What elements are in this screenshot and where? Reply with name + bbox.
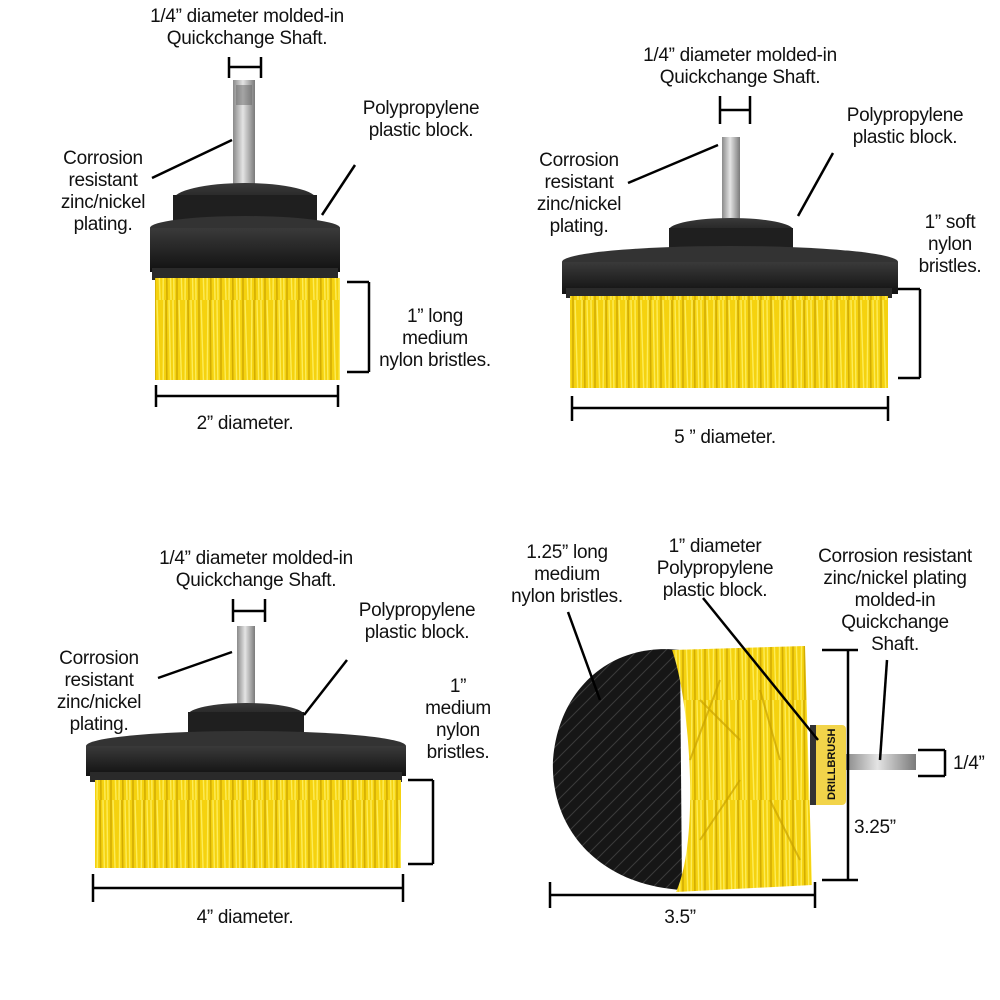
plating-label-4in: Corrosion resistant zinc/nickel plating. — [56, 648, 142, 735]
shaft-label-round: Corrosion resistant zinc/nickel plating … — [818, 546, 972, 655]
shaft-label-2in: 1/4” diameter molded-in Quickchange Shaf… — [150, 6, 344, 49]
brush-round — [552, 646, 916, 892]
brush-5in — [562, 137, 898, 388]
annotations-4in — [91, 599, 435, 902]
width-label-round: 3.5” — [664, 907, 696, 928]
bristle-label-round: 1.25” long medium nylon bristles. — [511, 542, 623, 607]
bristle-label-4in: 1” medium nylon bristles. — [425, 676, 491, 763]
block-label-round: 1” diameter Polypropylene plastic block. — [656, 536, 774, 601]
black-bristles — [552, 649, 682, 890]
bristles-5in — [570, 296, 888, 388]
bristles-4in — [95, 780, 401, 868]
block-label-5in: Polypropylene plastic block. — [846, 105, 964, 148]
shaft-4in — [237, 626, 255, 716]
plating-label-2in: Corrosion resistant zinc/nickel plating. — [60, 148, 146, 235]
plastic-block-round — [812, 725, 846, 805]
yellow-bristles — [672, 646, 812, 892]
bristle-label-2in: 1” long medium nylon bristles. — [379, 306, 491, 371]
shaft-round — [846, 754, 916, 770]
block-label-2in: Polypropylene plastic block. — [362, 98, 480, 141]
plating-label-5in: Corrosion resistant zinc/nickel plating. — [536, 150, 622, 237]
height-label-round: 3.25” — [854, 817, 896, 838]
brush-4in — [86, 626, 406, 868]
shaft-label-4in: 1/4” diameter molded-in Quickchange Shaf… — [159, 548, 353, 591]
annotations-5in — [570, 96, 922, 421]
shaft-label-5in: 1/4” diameter molded-in Quickchange Shaf… — [643, 45, 837, 88]
diameter-label-5in: 5 ” diameter. — [674, 427, 776, 448]
diameter-label-4in: 4” diameter. — [196, 907, 294, 928]
shaft-5in — [722, 137, 740, 232]
shaft-size-label-round: 1/4” — [953, 753, 985, 774]
shaft-2in — [233, 80, 255, 195]
bristles-2in — [155, 278, 340, 380]
block-label-4in: Polypropylene plastic block. — [358, 600, 476, 643]
diameter-label-2in: 2” diameter. — [196, 413, 294, 434]
annotations-2in — [151, 57, 371, 407]
bristle-label-5in: 1” soft nylon bristles. — [918, 212, 982, 277]
brush-2in — [150, 80, 340, 380]
brand-text: DRILLBRUSH — [826, 728, 838, 800]
annotations-round — [548, 597, 947, 908]
